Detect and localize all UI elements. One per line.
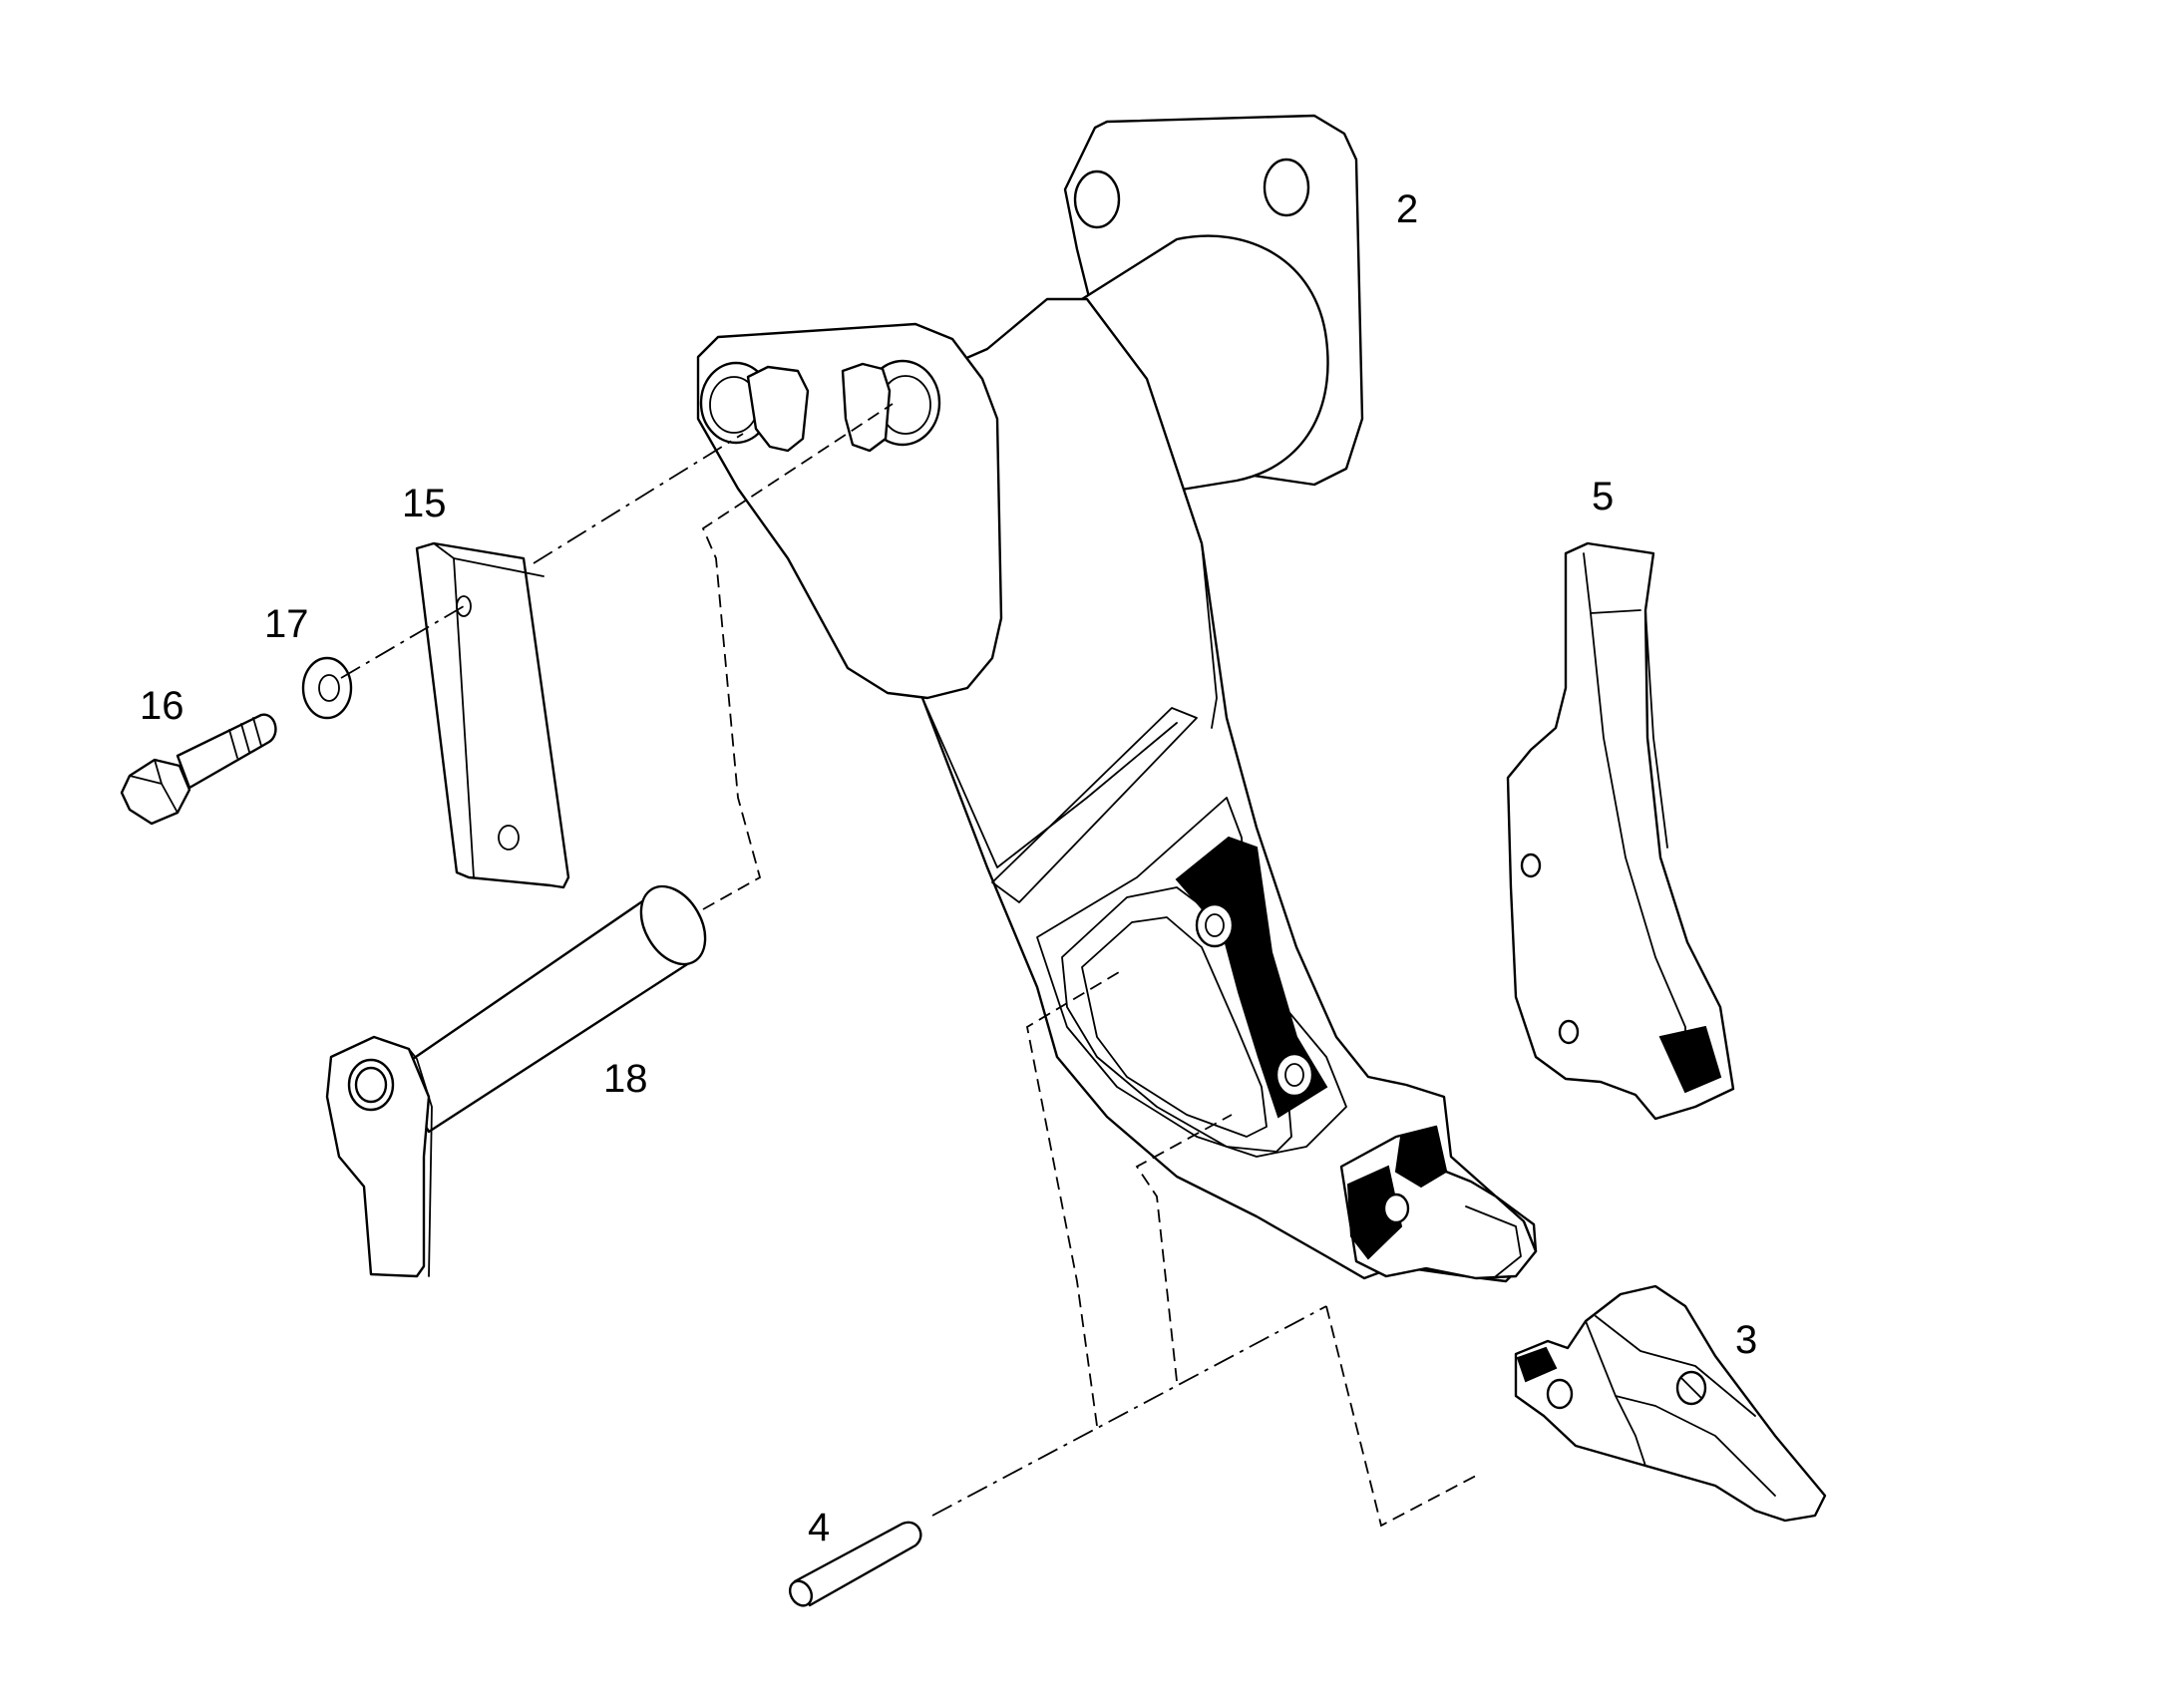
callout-2: 2 <box>1396 187 1419 231</box>
part-15-retainer-plate <box>415 541 570 889</box>
callout-18: 18 <box>603 1057 648 1101</box>
callout-5: 5 <box>1592 475 1615 518</box>
callout-17: 17 <box>264 602 309 646</box>
part-16-bolt <box>120 713 277 826</box>
part-18-pin <box>325 884 707 1278</box>
callout-16: 16 <box>140 684 184 728</box>
part-3-tooth <box>1514 1284 1827 1523</box>
callout-3: 3 <box>1735 1318 1758 1362</box>
assembly-leader-lines <box>340 403 1477 1528</box>
part-4-lock-pin <box>788 1521 922 1607</box>
part-2-ripper-shank <box>696 114 1538 1283</box>
callout-4: 4 <box>808 1506 831 1549</box>
part-17-washer <box>301 656 353 720</box>
callout-15: 15 <box>402 482 447 525</box>
part-5-shin-guard <box>1506 541 1735 1121</box>
